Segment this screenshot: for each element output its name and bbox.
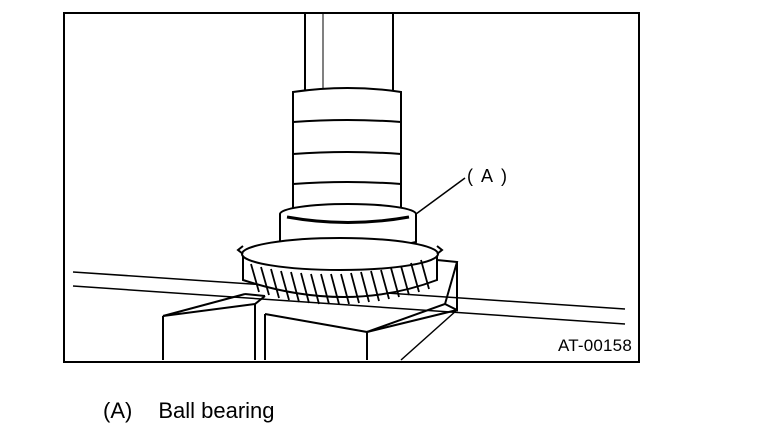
legend-item: (A) Ball bearing <box>103 398 275 424</box>
legend-text: Ball bearing <box>158 398 275 423</box>
press-fit-illustration <box>72 14 626 361</box>
diagram-frame: ( A ) AT-00158 <box>63 12 640 363</box>
figure-id-label: AT-00158 <box>557 336 632 355</box>
callout-label-a: ( A ) <box>467 166 510 186</box>
legend-key: (A) <box>103 398 133 423</box>
